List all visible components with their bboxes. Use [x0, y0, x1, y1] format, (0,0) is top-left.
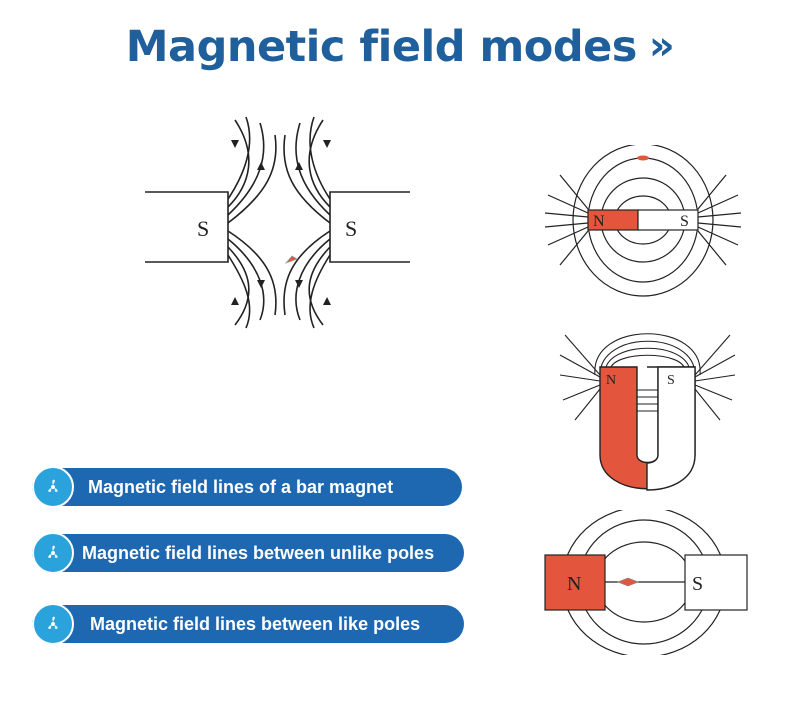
legend-label: Magnetic field lines of a bar magnet — [88, 477, 394, 497]
page-title: Magnetic field modes» — [0, 22, 800, 72]
bar-magnet-diagram: N S — [544, 145, 742, 297]
bar-magnet-north-label: N — [593, 213, 605, 230]
legend-label: Magnetic field lines between unlike pole… — [82, 543, 435, 563]
title-text: Magnetic field modes — [125, 22, 638, 72]
unlike-poles-north-label: N — [567, 573, 581, 595]
like-poles-right-label: S — [345, 216, 357, 241]
like-poles-left-label: S — [197, 216, 209, 241]
legend-item-bar-magnet: Magnetic field lines of a bar magnet — [32, 466, 462, 508]
legend-item-unlike-poles: Magnetic field lines between unlike pole… — [32, 532, 464, 574]
fan-icon — [32, 466, 74, 508]
unlike-poles-diagram: N S — [544, 510, 748, 655]
horseshoe-magnet-diagram: N S — [559, 333, 736, 491]
chevron-right-icon: » — [648, 23, 675, 69]
legend-item-like-poles: Magnetic field lines between like poles — [32, 603, 464, 645]
horseshoe-south-label: S — [667, 373, 675, 388]
fan-icon — [32, 532, 74, 574]
legend-label: Magnetic field lines between like poles — [90, 614, 421, 634]
like-poles-diagram: S S — [145, 116, 410, 329]
horseshoe-north-label: N — [606, 373, 616, 388]
bar-magnet-south-label: S — [680, 213, 689, 230]
fan-icon — [32, 603, 74, 645]
unlike-poles-south-label: S — [692, 573, 703, 595]
